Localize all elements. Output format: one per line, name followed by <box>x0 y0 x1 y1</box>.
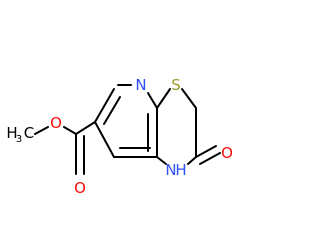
ester-oxygen-label: O <box>50 114 62 132</box>
methyl-c-label: C <box>24 124 34 142</box>
methyl-subscript-label: 3 <box>16 134 22 145</box>
bond-co-o <box>195 145 217 158</box>
chemical-structure: N S N H O O O H 3 C <box>6 76 233 197</box>
bond-co-nh <box>187 156 197 165</box>
bond-ester-o <box>63 126 77 135</box>
bond-n-c4a <box>147 92 158 109</box>
ester-carbonyl-oxygen-label: O <box>74 179 86 197</box>
bond-c6-ester <box>75 121 96 135</box>
nh-hydrogen-label: H <box>175 161 186 179</box>
methyl-h-label: H <box>6 124 17 142</box>
nitrogen-ring-label: N <box>135 76 146 94</box>
bond-co-o-double <box>199 152 221 165</box>
bond-s-ch2 <box>181 88 197 109</box>
nh-label: N H <box>165 161 186 179</box>
methyl-label: H 3 C <box>6 124 34 145</box>
bond-nh-c8 <box>156 156 167 165</box>
sulfur-label: S <box>171 76 181 94</box>
bond-c5-c6 <box>94 88 115 123</box>
bond-c6-c7 <box>94 121 115 158</box>
nh-nitrogen-label: N <box>165 161 176 179</box>
carbonyl-oxygen-label: O <box>221 144 233 162</box>
bond-o-methyl <box>34 126 49 135</box>
bond-c4a-s <box>156 88 171 109</box>
bond-c5-c6-inner <box>103 96 121 125</box>
